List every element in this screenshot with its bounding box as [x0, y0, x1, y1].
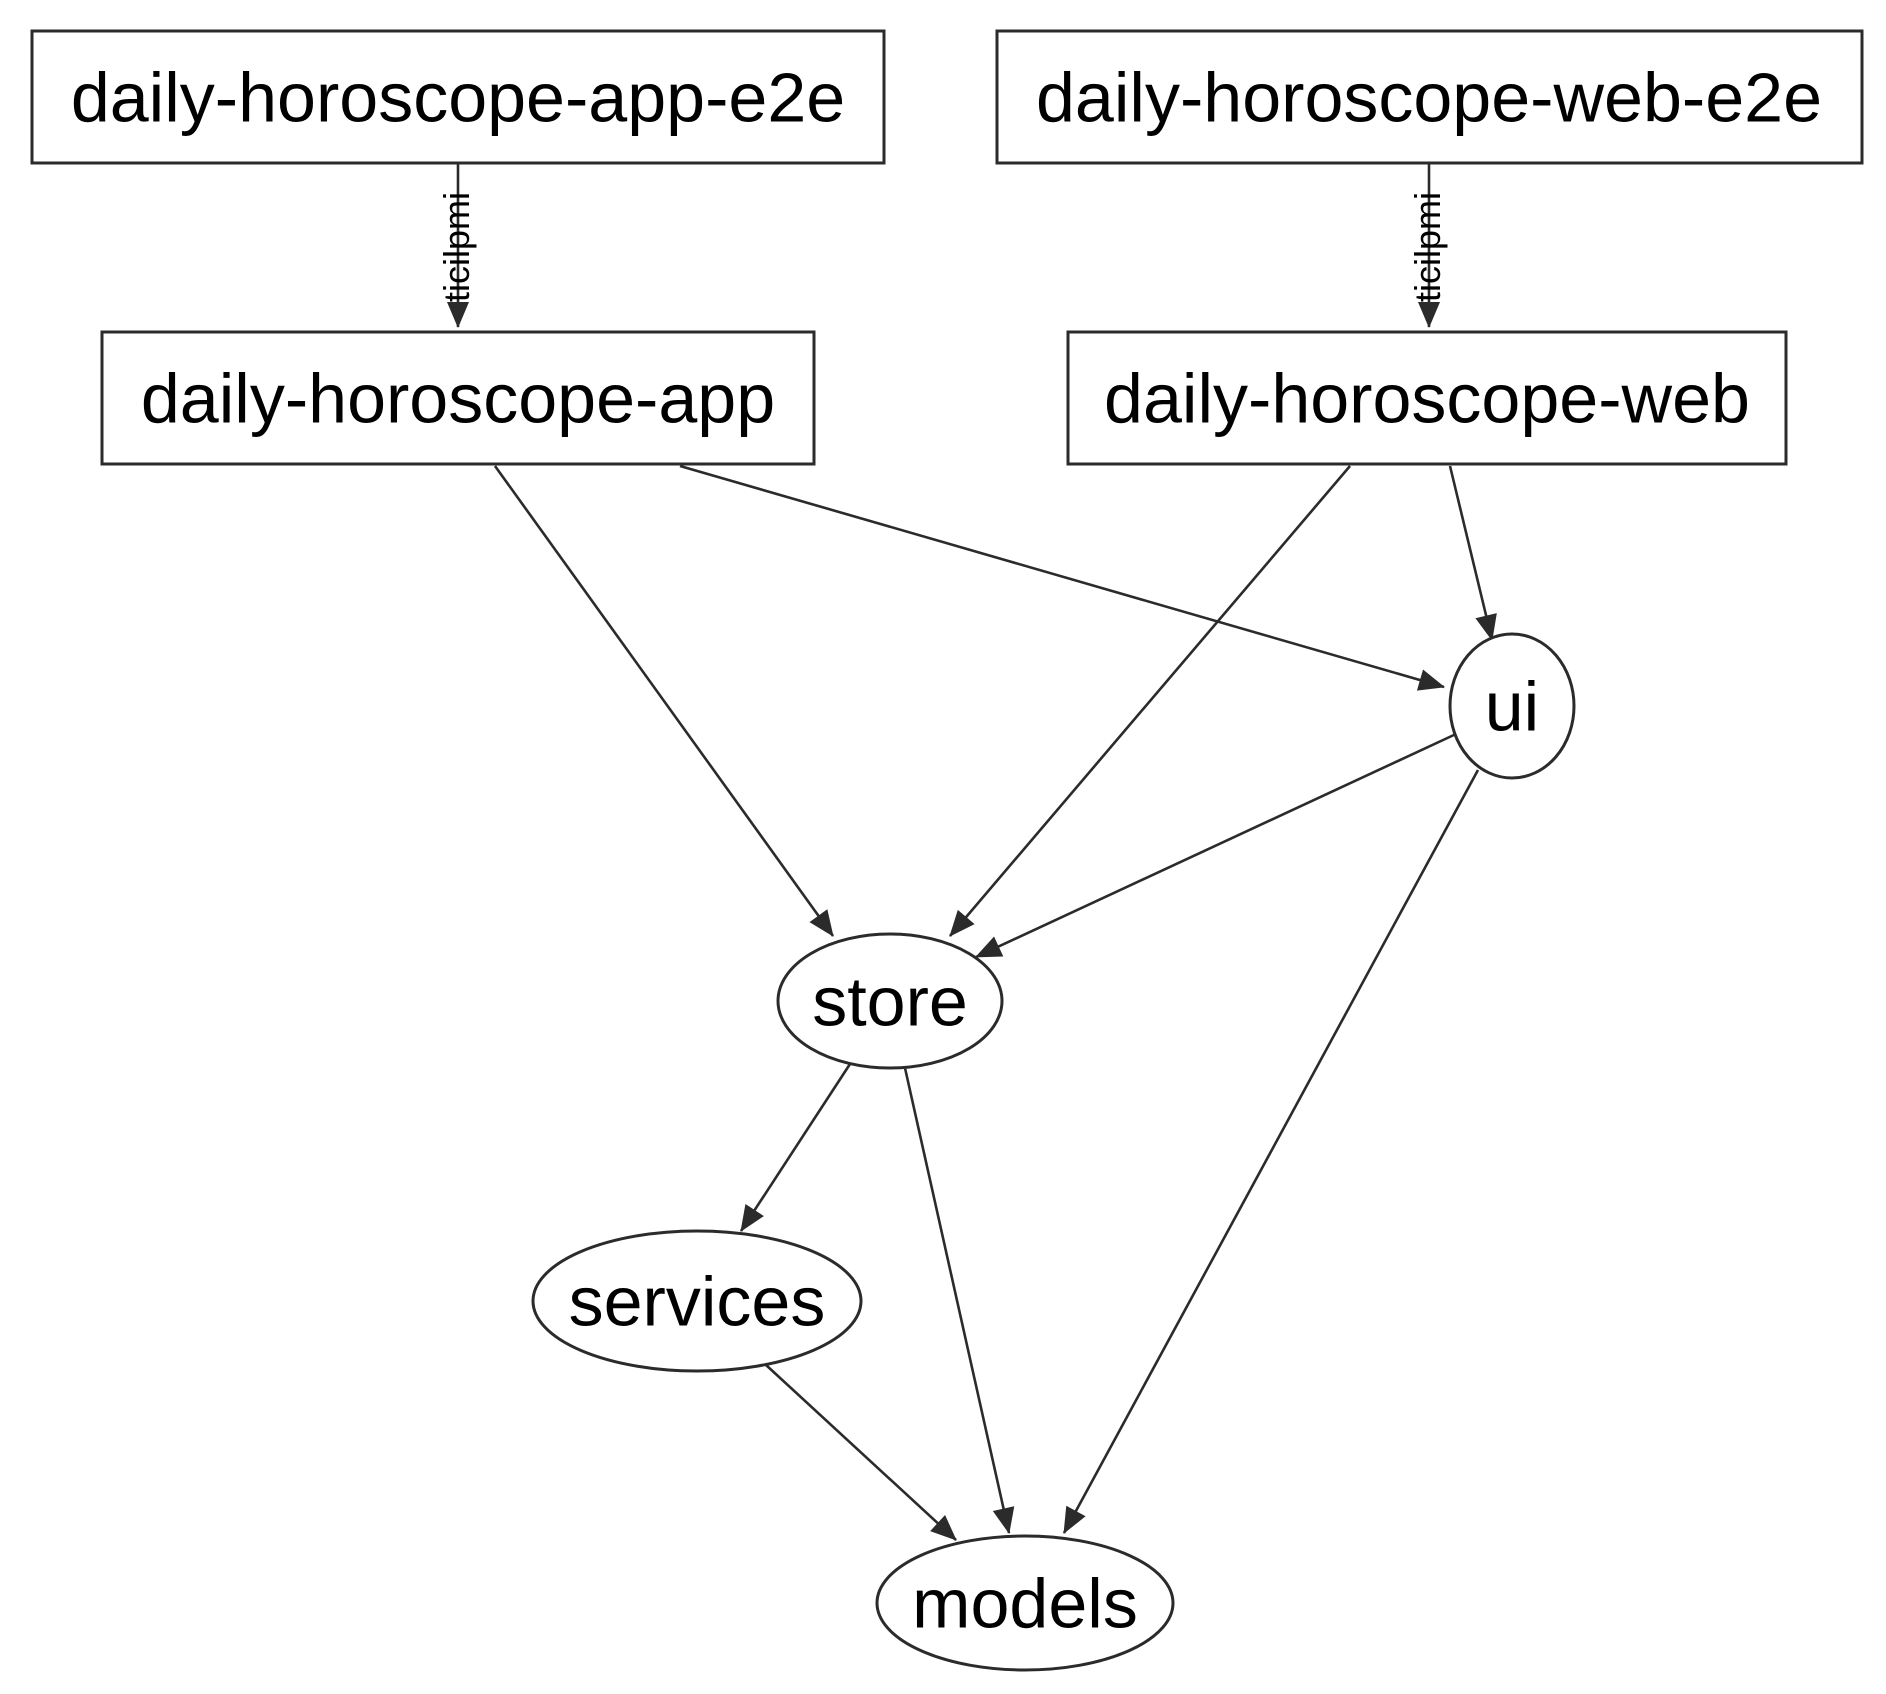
edges-layer: ticilpmi ticilpmi: [436, 163, 1497, 1541]
edge-web-to-ui: [1448, 465, 1497, 641]
node-ellipse-models[interactable]: [875, 1534, 1175, 1672]
node-daily-horoscope-web-e2e[interactable]: daily-horoscope-web-e2e: [995, 29, 1864, 165]
node-rect-daily-horoscope-web[interactable]: [1066, 330, 1788, 466]
node-label-store: store: [812, 963, 968, 1041]
node-rect-daily-horoscope-app[interactable]: [100, 330, 816, 466]
node-label-ui: ui: [1485, 668, 1539, 746]
node-rect-daily-horoscope-web-e2e[interactable]: [995, 29, 1864, 165]
node-label-services: services: [569, 1263, 826, 1341]
edge-store-to-models: [903, 1067, 1015, 1534]
node-ellipse-services[interactable]: [531, 1229, 863, 1373]
edge-ui-to-store: [975, 732, 1457, 959]
edge-label-implicit-app: ticilpmi: [436, 192, 477, 302]
edge-app-to-store: [493, 465, 835, 937]
node-ellipse-ui[interactable]: [1448, 632, 1576, 780]
edge-store-to-services: [739, 1063, 852, 1232]
node-daily-horoscope-web[interactable]: daily-horoscope-web: [1066, 330, 1788, 466]
node-ui[interactable]: ui: [1448, 632, 1576, 780]
node-label-daily-horoscope-app-e2e: daily-horoscope-app-e2e: [71, 59, 845, 137]
edge-ui-to-models: [1062, 769, 1480, 1534]
node-models[interactable]: models: [875, 1534, 1175, 1672]
node-daily-horoscope-app-e2e[interactable]: daily-horoscope-app-e2e: [30, 29, 886, 165]
node-services[interactable]: services: [531, 1229, 863, 1373]
node-rect-daily-horoscope-app-e2e[interactable]: [30, 29, 886, 165]
edge-app-to-ui: [679, 464, 1445, 691]
edge-services-to-models: [765, 1364, 957, 1541]
node-ellipse-store[interactable]: [776, 932, 1004, 1070]
edge-web-to-store: [949, 465, 1351, 937]
node-daily-horoscope-app[interactable]: daily-horoscope-app: [100, 330, 816, 466]
node-label-daily-horoscope-web-e2e: daily-horoscope-web-e2e: [1036, 59, 1822, 137]
node-label-models: models: [912, 1565, 1138, 1643]
edge-label-implicit-web: ticilpmi: [1407, 192, 1448, 302]
node-store[interactable]: store: [776, 932, 1004, 1070]
node-label-daily-horoscope-app: daily-horoscope-app: [141, 360, 775, 438]
node-label-daily-horoscope-web: daily-horoscope-web: [1104, 360, 1750, 438]
